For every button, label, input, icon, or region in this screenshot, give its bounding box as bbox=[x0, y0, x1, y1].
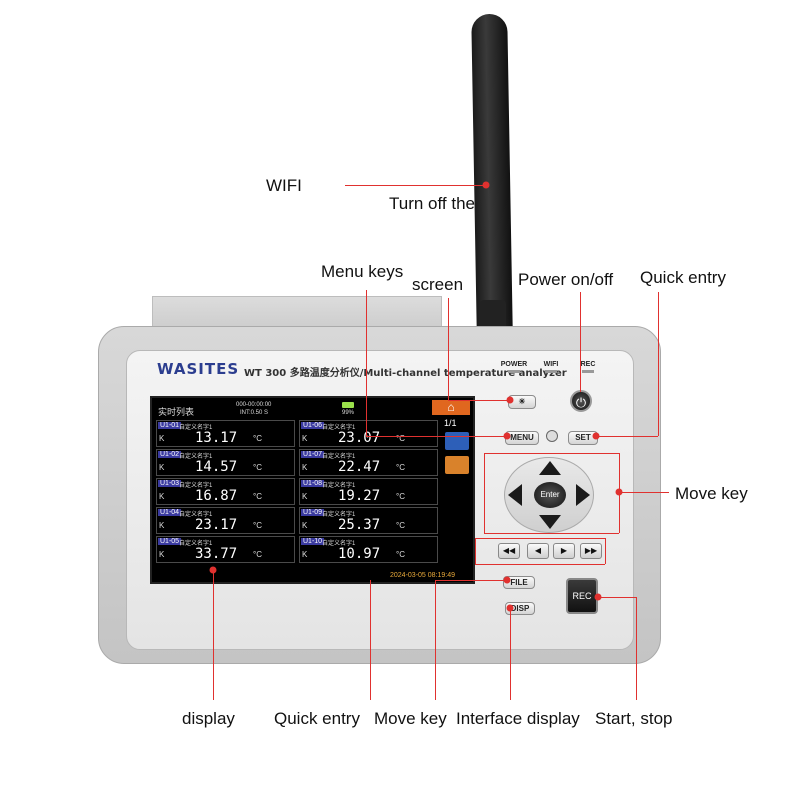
export-icon[interactable] bbox=[445, 432, 469, 450]
screen-timestamp: 2024-03-05 08:19:49 bbox=[390, 572, 455, 579]
arrow-right-icon[interactable] bbox=[576, 484, 590, 506]
next-icon: ▶ bbox=[560, 546, 568, 555]
screen-header: 实时列表 000-00:00:00 INT:0.50 S 99% bbox=[156, 402, 434, 418]
callout-dot bbox=[506, 604, 514, 612]
home-icon: ⌂ bbox=[447, 400, 455, 414]
callout-line-display bbox=[213, 570, 214, 700]
power-button[interactable]: ⏻ bbox=[570, 390, 592, 412]
callout-line-screen bbox=[448, 298, 449, 400]
device-screen: 实时列表 000-00:00:00 INT:0.50 S 99% ⌂ 1/1 U… bbox=[150, 396, 475, 584]
file-button[interactable]: FILE bbox=[503, 576, 535, 589]
arrow-down-icon[interactable] bbox=[539, 515, 561, 529]
callout-line-quick-h bbox=[596, 436, 658, 437]
callout-line-move-bottom bbox=[435, 580, 436, 700]
callout-line-quick-bottom bbox=[370, 580, 371, 700]
indicator-power: POWER bbox=[494, 361, 534, 373]
indicator-rec: REC bbox=[568, 361, 608, 373]
screen-title: 实时列表 bbox=[158, 407, 195, 417]
callout-quick-entry-bottom: Quick entry bbox=[274, 709, 360, 728]
prev-icon: ◀ bbox=[534, 546, 542, 555]
callout-move-key-right: Move key bbox=[675, 484, 748, 503]
callout-turn-off: Turn off the bbox=[389, 194, 475, 213]
callout-power: Power on/off bbox=[518, 270, 614, 289]
rewind-button[interactable]: ◀◀ bbox=[498, 543, 520, 559]
media-box-right bbox=[605, 538, 606, 564]
callout-line-move bbox=[619, 492, 669, 493]
callout-line-rec-h bbox=[598, 597, 636, 598]
callout-dot bbox=[503, 576, 511, 584]
dpad: Enter bbox=[500, 457, 596, 533]
arrow-left-icon[interactable] bbox=[508, 484, 522, 506]
callout-dot bbox=[594, 593, 602, 601]
antenna bbox=[471, 13, 513, 335]
battery-percent: 99% bbox=[342, 410, 355, 416]
callout-line-quick bbox=[658, 292, 659, 436]
callout-dot bbox=[615, 488, 623, 496]
sun-icon: ☀ bbox=[518, 397, 526, 406]
callout-wifi: WIFI bbox=[266, 176, 302, 195]
prev-button[interactable]: ◀ bbox=[527, 543, 549, 559]
move-box-left bbox=[484, 453, 485, 533]
fast-forward-button[interactable]: ▶▶ bbox=[580, 543, 602, 559]
battery-icon bbox=[342, 402, 354, 408]
indicator-wifi: WIFI bbox=[531, 361, 571, 373]
brand-logo: WASITES bbox=[157, 360, 240, 378]
enter-button[interactable]: Enter bbox=[534, 482, 566, 508]
callout-dot bbox=[506, 396, 514, 404]
callout-quick-entry-top: Quick entry bbox=[640, 268, 726, 287]
callout-line-rec bbox=[636, 597, 637, 700]
camera-icon bbox=[546, 430, 558, 442]
power-icon: ⏻ bbox=[575, 395, 587, 410]
move-box-bottom bbox=[484, 533, 619, 534]
rewind-icon: ◀◀ bbox=[502, 546, 516, 555]
screen-interval: INT:0.50 S bbox=[240, 410, 269, 416]
callout-interface-display: Interface display bbox=[456, 709, 580, 728]
menu-button[interactable]: MENU bbox=[505, 431, 539, 445]
media-box-top bbox=[475, 538, 605, 539]
page-indicator: 1/1 bbox=[444, 418, 457, 428]
callout-line-menu-h bbox=[366, 436, 506, 437]
screen-time: 000-00:00:00 bbox=[236, 402, 272, 408]
fast-forward-icon: ▶▶ bbox=[584, 546, 598, 555]
callout-line-screen-h bbox=[448, 400, 508, 401]
callout-line-wifi bbox=[345, 185, 485, 186]
callout-display: display bbox=[182, 709, 235, 728]
callout-dot bbox=[592, 432, 600, 440]
callout-menu-keys: Menu keys bbox=[321, 262, 404, 281]
callout-line-interface bbox=[510, 608, 511, 700]
callout-line-menu bbox=[366, 290, 367, 436]
arrow-up-icon[interactable] bbox=[539, 461, 561, 475]
next-button[interactable]: ▶ bbox=[553, 543, 575, 559]
model-label: WT 300 多路温度分析仪/Multi-channel temperature… bbox=[244, 368, 567, 379]
move-box-top bbox=[484, 453, 619, 454]
switch-view-icon[interactable] bbox=[445, 456, 469, 474]
callout-dot bbox=[503, 432, 511, 440]
callout-start-stop: Start, stop bbox=[595, 709, 673, 728]
home-button[interactable]: ⌂ bbox=[432, 400, 470, 415]
media-box-bottom bbox=[475, 564, 605, 565]
media-box-left bbox=[475, 538, 476, 564]
callout-move-key-bottom: Move key bbox=[374, 709, 447, 728]
rec-button[interactable]: REC bbox=[566, 578, 598, 614]
callout-screen: screen bbox=[412, 275, 464, 294]
callout-line-power bbox=[580, 292, 581, 392]
callout-line-move-bottom-h bbox=[435, 580, 507, 581]
callout-dot bbox=[209, 566, 217, 574]
callout-dot bbox=[482, 181, 490, 189]
